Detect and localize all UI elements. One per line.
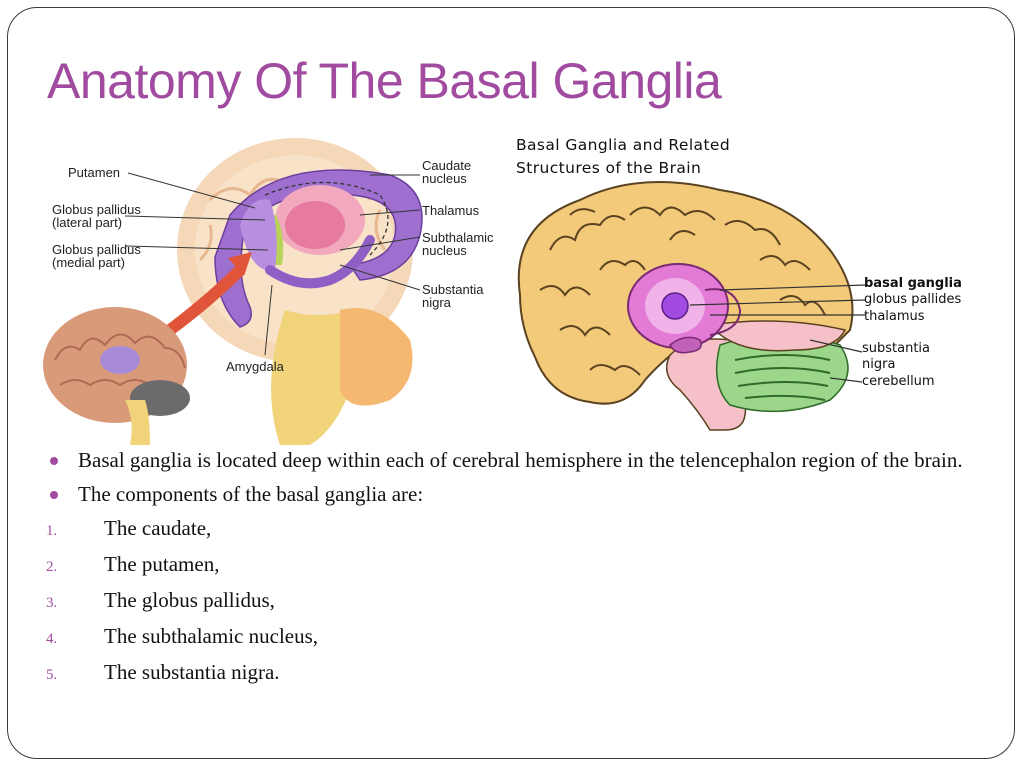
content-list: Basal ganglia is located deep within eac…: [46, 448, 986, 696]
label-gp-medial-2: (medial part): [52, 255, 125, 270]
label-substantia-2: nigra: [422, 295, 452, 310]
bullet-dot-icon: [50, 491, 58, 499]
slide-title: Anatomy Of The Basal Ganglia: [47, 53, 722, 109]
bullet-text: Basal ganglia is located deep within eac…: [78, 448, 963, 472]
label-subthalamic-2: nucleus: [422, 243, 467, 258]
label-amygdala: Amygdala: [226, 359, 285, 374]
item-number: 1.: [46, 523, 58, 539]
label-cerebellum-right: cerebellum: [862, 374, 935, 389]
numbered-item: 2. The putamen,: [46, 552, 986, 588]
label-subthalamic-1: Subthalamic: [422, 230, 494, 245]
item-text: The putamen,: [104, 552, 220, 576]
label-gp-lateral-2: (lateral part): [52, 215, 122, 230]
label-gp-lateral-1: Globus pallidus: [52, 202, 141, 217]
figure-right-title-line1: Basal Ganglia and Related: [516, 136, 731, 154]
label-caudate-1: Caudate: [422, 158, 471, 173]
label-basal-ganglia: basal ganglia: [864, 276, 962, 291]
label-putamen: Putamen: [68, 165, 120, 180]
numbered-item: 5. The substantia nigra.: [46, 660, 986, 696]
figure-right-title-line2: Structures of the Brain: [516, 159, 702, 177]
item-number: 5.: [46, 667, 58, 683]
figure-right-title: Basal Ganglia and Related Structures of …: [516, 134, 730, 180]
bullet-text: The components of the basal ganglia are:: [78, 482, 424, 506]
label-gp-medial-1: Globus pallidus: [52, 242, 141, 257]
label-caudate-2: nucleus: [422, 171, 467, 186]
item-text: The caudate,: [104, 516, 212, 540]
item-number: 2.: [46, 559, 58, 575]
label-nigra-right: nigra: [862, 357, 895, 372]
label-thalamus-right: thalamus: [864, 309, 925, 324]
numbered-item: 3. The globus pallidus,: [46, 588, 986, 624]
basal-ganglia-3d-illustration: Putamen Globus pallidus (lateral part) G…: [43, 138, 494, 445]
numbered-item: 1. The caudate,: [46, 516, 986, 552]
bullet-item: Basal ganglia is located deep within eac…: [46, 448, 986, 472]
label-substantia-1: Substantia: [422, 282, 484, 297]
bullet-item: The components of the basal ganglia are:: [46, 482, 986, 506]
label-substantia-right: substantia: [862, 341, 930, 356]
numbered-item: 4. The subthalamic nucleus,: [46, 624, 986, 660]
bullet-dot-icon: [50, 457, 58, 465]
item-text: The subthalamic nucleus,: [104, 624, 319, 648]
item-number: 3.: [46, 595, 58, 611]
label-thalamus: Thalamus: [422, 203, 480, 218]
brain-sagittal-diagram: basal ganglia globus pallides thalamus s…: [517, 181, 962, 431]
item-number: 4.: [46, 631, 58, 647]
label-globus-pallides: globus pallides: [864, 292, 962, 307]
item-text: The substantia nigra.: [104, 660, 280, 684]
item-text: The globus pallidus,: [104, 588, 275, 612]
